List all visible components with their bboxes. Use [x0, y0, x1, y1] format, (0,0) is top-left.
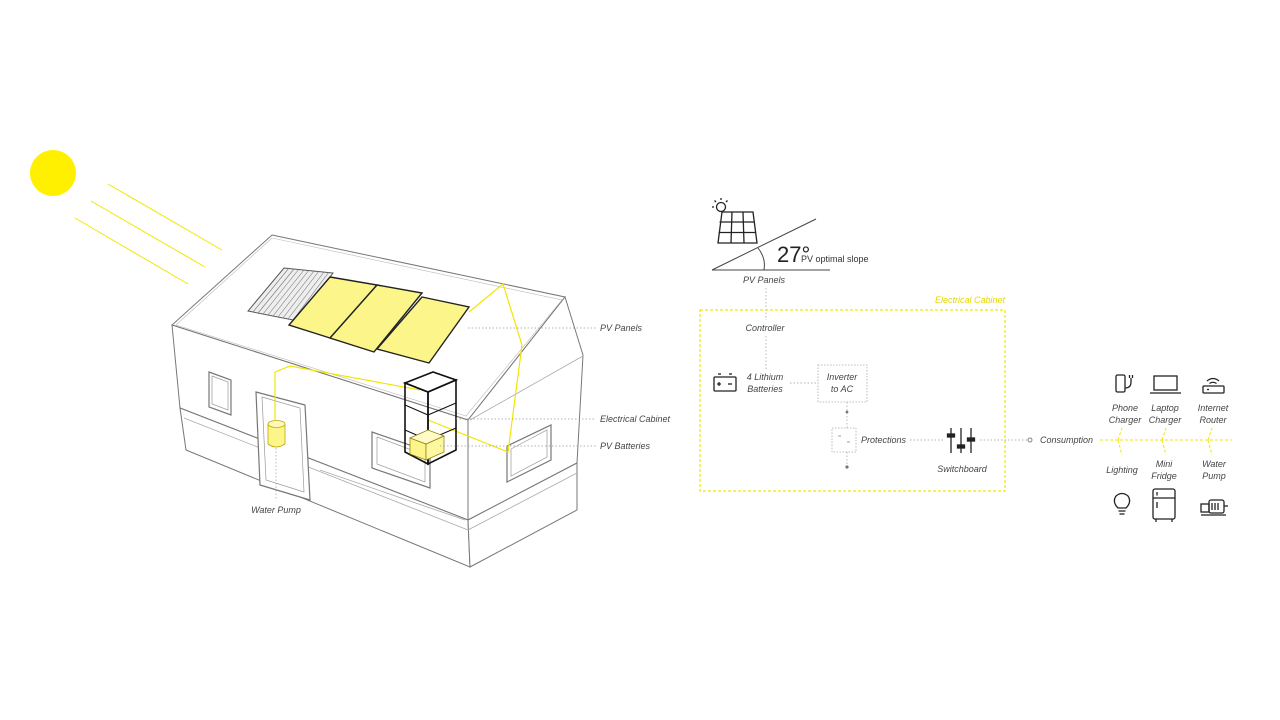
router-icon [1202, 377, 1225, 394]
lightbulb-icon [1113, 492, 1131, 515]
laptop-icon [1150, 375, 1181, 394]
inverter-box [817, 364, 868, 403]
protections-box [831, 427, 857, 453]
laptop-line1: Laptop [1151, 403, 1179, 413]
pump-line1: Water [1202, 459, 1227, 469]
consumption-node [1027, 437, 1033, 443]
batteries-line2: Batteries [747, 384, 783, 394]
pump-line2: Pump [1202, 471, 1226, 481]
phone-charger-icon [1115, 374, 1134, 393]
schematic-pv-panels: PV Panels [743, 275, 786, 285]
electrical-cabinet-frame [699, 309, 1006, 492]
slope-indicator [711, 218, 830, 271]
phone-line1: Phone [1112, 403, 1138, 413]
router-line1: Internet [1198, 403, 1229, 413]
label-electrical-cabinet: Electrical Cabinet [600, 414, 671, 424]
fridge-line2: Fridge [1151, 471, 1177, 481]
controller-label: Controller [745, 323, 785, 333]
solar-panel-icon [712, 198, 758, 244]
house-leader-lines [275, 327, 596, 500]
battery-icon [713, 373, 737, 392]
inverter-line1: Inverter [827, 372, 859, 382]
fridge-line1: Mini [1156, 459, 1174, 469]
label-pv-batteries: PV Batteries [600, 441, 651, 451]
phone-line2: Charger [1109, 415, 1143, 425]
house-illustration [171, 234, 584, 568]
switchboard-label: Switchboard [937, 464, 988, 474]
inverter-line2: to AC [831, 384, 854, 394]
distribution-wires [1100, 427, 1232, 456]
angle-caption: PV optimal slope [801, 254, 869, 264]
switchboard-icon [946, 428, 976, 453]
lighting-label: Lighting [1106, 465, 1138, 475]
fridge-icon [1152, 488, 1176, 522]
label-water-pump: Water Pump [251, 505, 301, 515]
label-pv-panels: PV Panels [600, 323, 643, 333]
protections-label: Protections [861, 435, 907, 445]
cabinet-title: Electrical Cabinet [935, 295, 1006, 305]
batteries-line1: 4 Lithium [747, 372, 784, 382]
laptop-line2: Charger [1149, 415, 1183, 425]
node-dot [845, 465, 849, 469]
sun-icon [30, 150, 76, 196]
sun-rays [74, 183, 223, 285]
angle-value: 27° [777, 242, 810, 267]
router-line2: Router [1199, 415, 1227, 425]
water-pump-icon [1200, 499, 1228, 516]
consumption-label: Consumption [1040, 435, 1093, 445]
node-dot [845, 410, 849, 414]
